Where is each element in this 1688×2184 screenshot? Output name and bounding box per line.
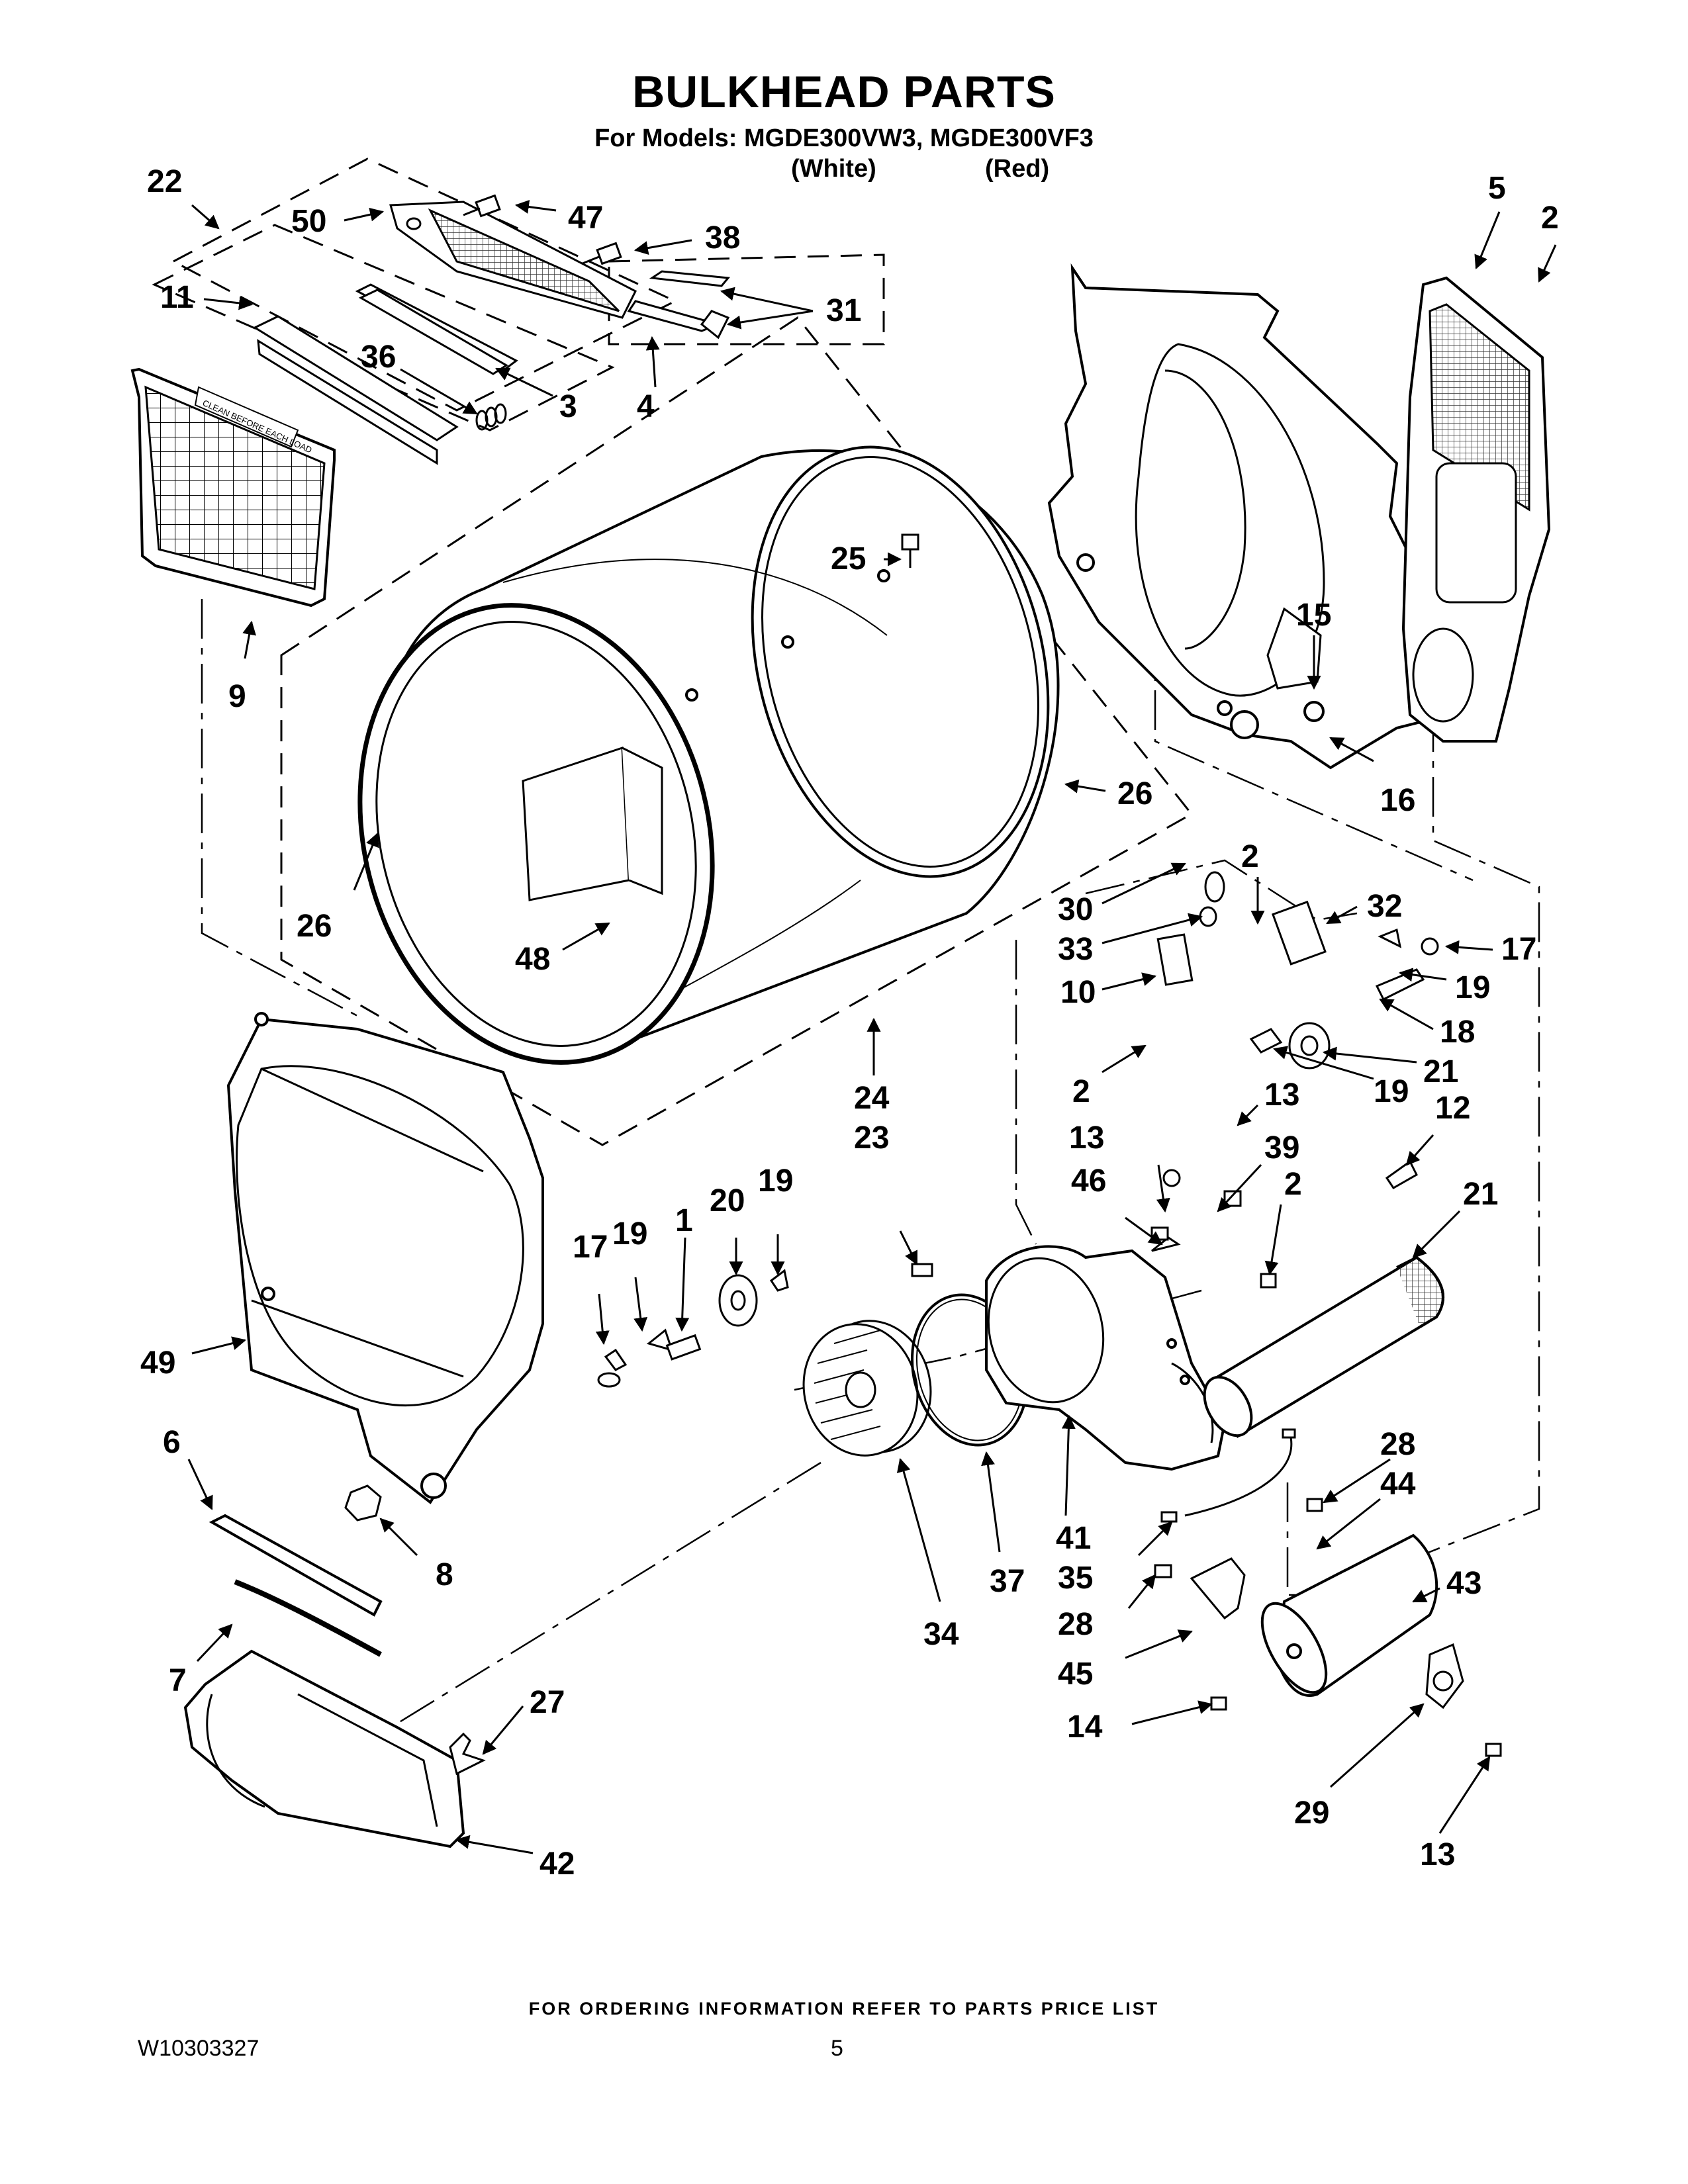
drum-part-24 <box>357 445 1060 1065</box>
group-31-outline <box>608 253 885 345</box>
callout-19b: 19 <box>1374 1074 1409 1109</box>
callout-12: 12 <box>1435 1091 1470 1126</box>
callout-16: 16 <box>1380 783 1415 818</box>
document-number: W10303327 <box>138 2036 259 2061</box>
callout-45: 45 <box>1058 1657 1093 1692</box>
callout-24: 24 <box>854 1081 890 1116</box>
callout-15: 15 <box>1296 598 1331 633</box>
callout-46: 46 <box>1071 1163 1106 1199</box>
callout-42: 42 <box>539 1846 575 1882</box>
callout-numbers: 22 50 47 38 11 36 3 4 31 9 5 2 25 15 16 … <box>140 164 1559 1882</box>
drum-seal-screw-25 <box>901 533 919 568</box>
callout-26b: 26 <box>297 909 332 944</box>
callout-10: 10 <box>1060 975 1096 1010</box>
callout-13c: 13 <box>1420 1837 1455 1872</box>
heater-box-part-43 <box>1260 1533 1438 1697</box>
callout-2c: 2 <box>1072 1074 1090 1109</box>
callout-29: 29 <box>1294 1796 1329 1831</box>
callout-39: 39 <box>1264 1130 1299 1165</box>
callout-9: 9 <box>228 679 246 714</box>
blower-wheel-part-34 <box>802 1320 932 1457</box>
callout-20: 20 <box>710 1183 745 1218</box>
group-22-outline <box>171 158 678 412</box>
exhaust-tube-part-21 <box>1203 1255 1444 1438</box>
callout-2b: 2 <box>1241 839 1259 874</box>
switch-bracket-part-4 <box>627 270 730 340</box>
callout-33: 33 <box>1058 932 1093 967</box>
strip-parts-6-7 <box>209 1514 383 1657</box>
blower-housing-part-41 <box>985 1245 1227 1471</box>
lint-screen-holder-part-3 <box>358 289 508 375</box>
callout-44: 44 <box>1380 1467 1416 1502</box>
group-24-outline <box>280 316 1194 1146</box>
front-bulkhead-part-49 <box>226 1012 544 1504</box>
callout-23: 23 <box>854 1120 889 1156</box>
callout-43: 43 <box>1446 1566 1481 1601</box>
dashed-group-outlines <box>152 158 1194 1146</box>
callout-21b: 21 <box>1463 1177 1498 1212</box>
callout-3: 3 <box>559 389 577 424</box>
callout-6: 6 <box>163 1425 181 1460</box>
callout-2: 2 <box>1541 201 1559 236</box>
callout-19c: 19 <box>612 1216 647 1251</box>
callout-leader-lines <box>187 200 1557 1854</box>
callout-13a: 13 <box>1264 1077 1299 1113</box>
callout-38: 38 <box>705 220 740 255</box>
spring-part-36 <box>475 403 507 431</box>
callout-7: 7 <box>169 1663 187 1698</box>
model-numbers: For Models: MGDE300VW3, MGDE300VF3 <box>594 124 1094 152</box>
callout-4: 4 <box>637 389 655 424</box>
lint-duct-part-42 <box>183 1649 465 1848</box>
lint-grille-part-50 <box>389 201 637 319</box>
callout-2d: 2 <box>1284 1167 1302 1202</box>
small-hardware <box>597 871 1502 1757</box>
callout-1: 1 <box>675 1203 693 1238</box>
callout-47: 47 <box>568 201 603 236</box>
callout-17b: 17 <box>573 1230 608 1265</box>
color-red-label: (Red) <box>985 155 1050 183</box>
callout-49: 49 <box>140 1345 175 1381</box>
callout-18: 18 <box>1440 1015 1475 1050</box>
lint-screen-part-9: CLEAN BEFORE EACH LOAD <box>130 367 336 608</box>
callout-31: 31 <box>826 293 861 328</box>
callout-5: 5 <box>1488 171 1506 206</box>
color-white-label: (White) <box>791 155 876 183</box>
callout-50: 50 <box>291 204 326 239</box>
ordering-note: FOR ORDERING INFORMATION REFER TO PARTS … <box>528 1999 1160 2019</box>
screws-47-38 <box>463 194 622 265</box>
callout-21a: 21 <box>1423 1054 1458 1089</box>
callout-26a: 26 <box>1117 776 1152 811</box>
callout-48: 48 <box>515 942 550 977</box>
page-number: 5 <box>831 2036 843 2061</box>
callout-35: 35 <box>1058 1561 1093 1596</box>
bearing-nut-part-8 <box>344 1484 382 1522</box>
callout-19d: 19 <box>758 1163 793 1199</box>
callout-37: 37 <box>990 1564 1025 1599</box>
callout-32: 32 <box>1367 889 1402 924</box>
callout-27: 27 <box>530 1685 565 1720</box>
callout-28a: 28 <box>1380 1427 1415 1462</box>
clip-part-27 <box>449 1732 486 1776</box>
rear-vent-grille-part-5 <box>1401 276 1551 743</box>
bracket-part-45 <box>1190 1557 1246 1620</box>
callout-22: 22 <box>147 164 182 199</box>
callout-28b: 28 <box>1058 1607 1093 1642</box>
callout-17a: 17 <box>1501 932 1536 967</box>
callout-34: 34 <box>923 1617 959 1652</box>
callout-8: 8 <box>436 1557 453 1592</box>
callout-25: 25 <box>831 541 866 576</box>
page-title: BULKHEAD PARTS <box>632 67 1056 117</box>
thermostat-part-29 <box>1425 1643 1464 1709</box>
rear-bulkhead-part-16 <box>1047 263 1425 770</box>
callout-36: 36 <box>361 340 396 375</box>
callout-13b: 13 <box>1069 1120 1104 1156</box>
callout-14: 14 <box>1067 1709 1103 1745</box>
callout-30: 30 <box>1058 892 1093 927</box>
callout-19a: 19 <box>1455 970 1490 1005</box>
callout-41: 41 <box>1056 1521 1091 1556</box>
callout-11: 11 <box>160 280 194 315</box>
group-11-outline <box>152 224 615 432</box>
